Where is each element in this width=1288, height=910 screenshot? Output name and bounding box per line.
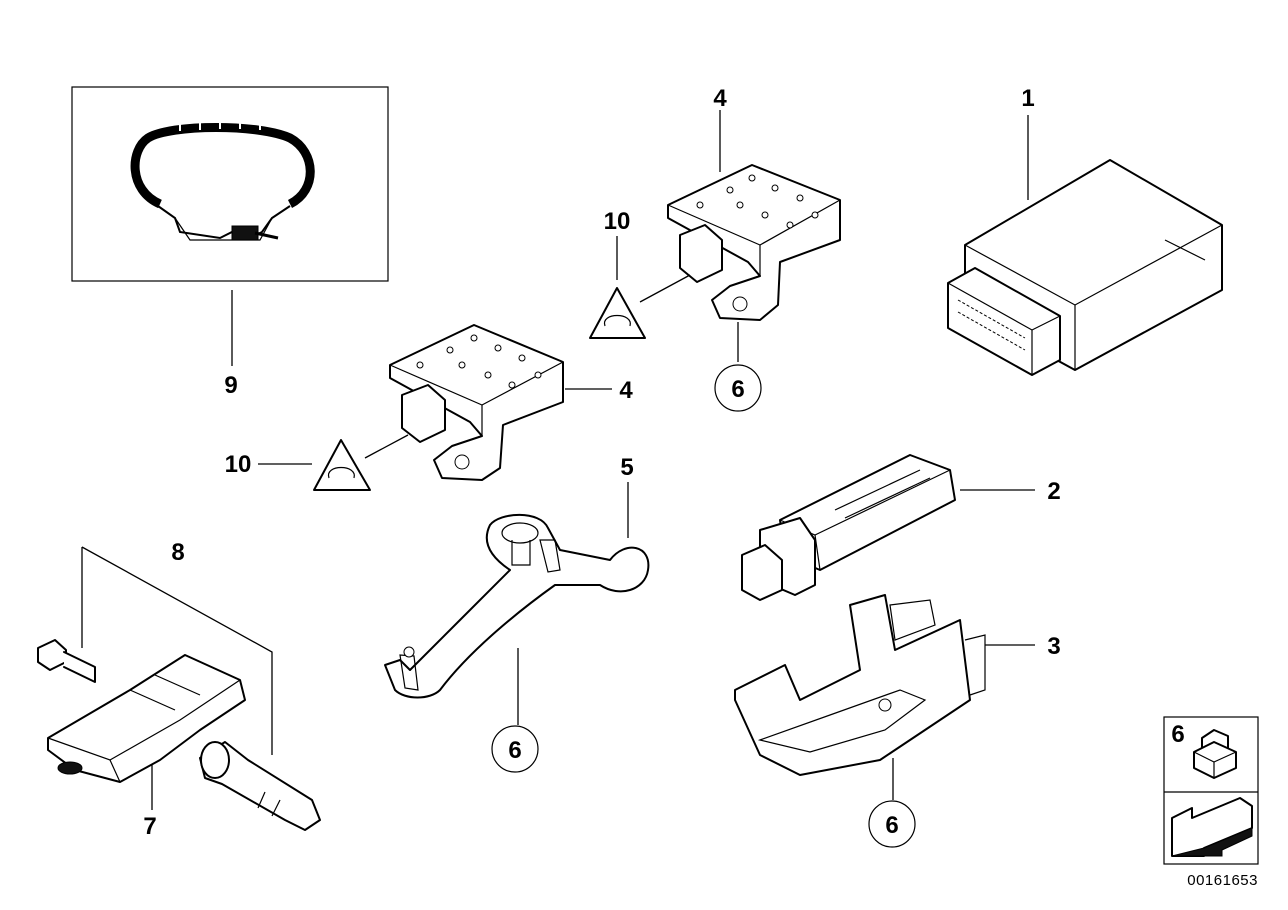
legend-callout-6: 6: [1171, 721, 1184, 748]
callout-10-lower: 10: [225, 451, 252, 478]
callout-9: 9: [224, 372, 237, 399]
part-5-bracket: 5 6: [384, 454, 650, 773]
part-4-upper-sensor: 4 6: [667, 85, 841, 412]
tire-pressure-warning-icon: [589, 287, 646, 339]
callout-5: 5: [620, 454, 633, 481]
hex-nut-icon: [1193, 729, 1237, 779]
part-9-tire-section: 9: [71, 86, 389, 399]
part-8-sensor-kit: 8 7: [37, 539, 321, 840]
callout-3: 3: [1047, 633, 1060, 660]
callout-10-upper: 10: [604, 208, 631, 235]
part-10-upper-label: 10: [589, 208, 691, 339]
legend-box: 6: [1163, 716, 1259, 865]
direction-arrow-icon: [1171, 797, 1253, 857]
part-2-antenna: 2: [741, 454, 1061, 601]
callout-6-upper: 6: [731, 376, 744, 403]
callout-8: 8: [171, 539, 184, 566]
tire-pressure-warning-icon-lower: [313, 439, 371, 491]
part-3-holder: 3 6: [734, 594, 1061, 848]
callout-7: 7: [143, 813, 156, 840]
callout-6-bracket: 6: [508, 737, 521, 764]
callout-4-upper: 4: [713, 85, 727, 112]
diagram-reference-number: 00161653: [1187, 872, 1258, 889]
part-1-control-module: 1: [947, 85, 1223, 376]
callout-6-holder: 6: [885, 812, 898, 839]
callout-2: 2: [1047, 478, 1060, 505]
part-10-lower-label: 10: [225, 434, 409, 491]
callout-1: 1: [1021, 85, 1034, 112]
callout-4-lower: 4: [619, 377, 633, 404]
part-4-lower-sensor: 4: [389, 324, 633, 481]
